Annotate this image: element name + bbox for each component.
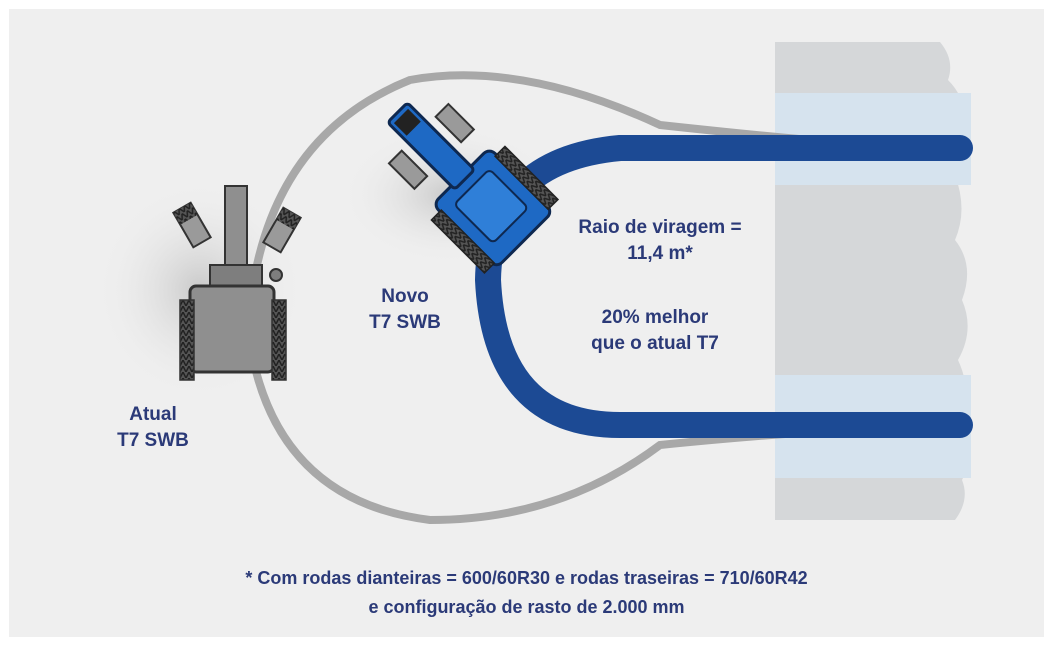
improvement-label-line: 20% melhor [601, 307, 709, 328]
new-label-line: T7 SWB [369, 312, 441, 333]
radius-label-line: 11,4 m* [627, 243, 693, 264]
improvement-label-line: que o atual T7 [591, 333, 719, 354]
current-tractor-label: Atual T7 SWB [98, 402, 208, 454]
footnote-line: e configuração de rasto de 2.000 mm [368, 597, 685, 617]
footnote: * Com rodas dianteiras = 600/60R30 e rod… [0, 564, 1053, 622]
new-turning-path [474, 135, 973, 438]
field-area [775, 42, 971, 520]
new-label-line: Novo [381, 286, 429, 307]
improvement-label: 20% melhor que o atual T7 [555, 305, 755, 357]
turning-radius-label: Raio de viragem = 11,4 m* [545, 215, 775, 267]
current-label-line: T7 SWB [117, 430, 189, 451]
new-tractor-icon [387, 102, 560, 275]
radius-label-line: Raio de viragem = [578, 217, 742, 238]
old-tractor-icon [171, 185, 303, 381]
new-tractor-label: Novo T7 SWB [350, 284, 460, 336]
current-label-line: Atual [129, 404, 177, 425]
footnote-line: * Com rodas dianteiras = 600/60R30 e rod… [245, 568, 808, 588]
